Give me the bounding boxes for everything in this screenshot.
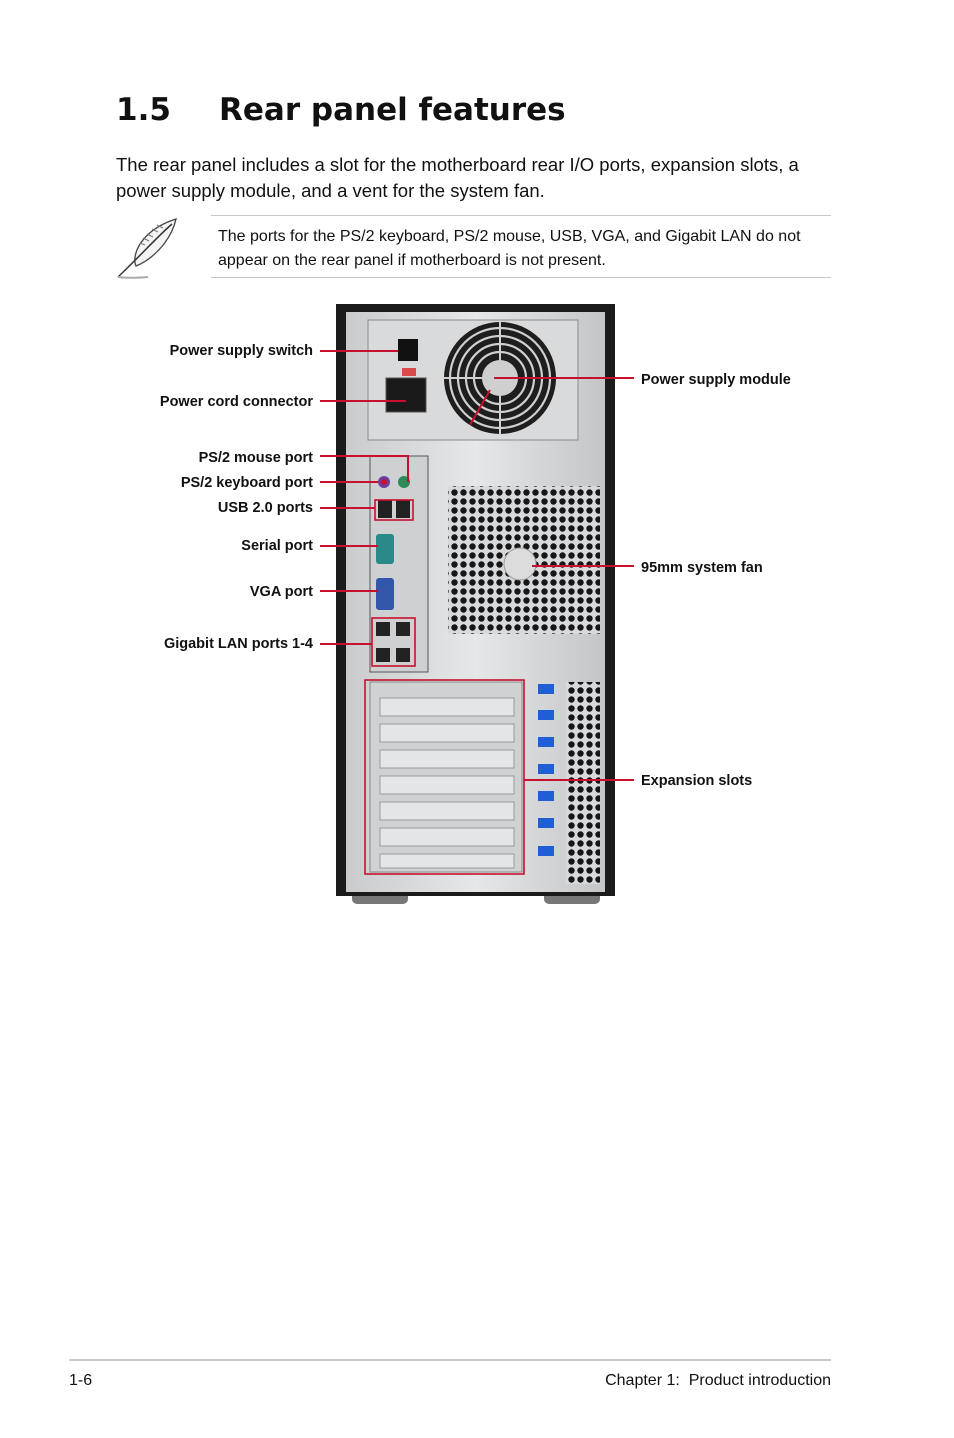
callout-usb-ports: USB 2.0 ports (217, 500, 313, 516)
io-shield-shape (369, 455, 429, 673)
callout-serial-port: Serial port (241, 538, 313, 554)
note-text: The ports for the PS/2 keyboard, PS/2 mo… (218, 228, 801, 269)
section-title: 1.5 Rear panel features (116, 92, 566, 128)
rear-panel-figure: Power supply switch Power cord connector… (0, 290, 954, 910)
power-switch-shape (398, 339, 418, 361)
server-rear-illustration (320, 304, 634, 904)
callout-system-fan: 95mm system fan (641, 560, 763, 576)
note-top-rule (211, 215, 831, 216)
side-vent-grille-shape (566, 682, 600, 884)
callout-ps2-mouse-port: PS/2 mouse port (198, 450, 313, 466)
note-bottom-rule (211, 277, 831, 278)
chapter-title: Chapter 1: Product introduction (605, 1372, 831, 1389)
leader-lines-left (320, 350, 409, 645)
section-title-text: Rear panel features (219, 92, 566, 128)
callout-power-cord-connector: Power cord connector (159, 394, 313, 410)
intro-paragraph: The rear panel includes a slot for the m… (116, 154, 799, 201)
footer-rule (69, 1359, 831, 1361)
callout-ps2-keyboard-port: PS/2 keyboard port (180, 475, 313, 491)
callout-gigabit-lan-ports: Gigabit LAN ports 1-4 (163, 636, 313, 652)
callout-power-supply-module: Power supply module (641, 372, 791, 388)
power-cord-socket-shape (385, 377, 427, 413)
callout-expansion-slots: Expansion slots (641, 773, 753, 789)
callout-vga-port: VGA port (249, 584, 313, 600)
leader-lines-right (494, 377, 634, 781)
callout-power-supply-switch: Power supply switch (169, 343, 313, 359)
feather-quill-icon (117, 218, 177, 279)
voltage-selector-shape (402, 368, 416, 376)
page-number: 1-6 (69, 1372, 93, 1389)
section-number: 1.5 (116, 92, 171, 128)
